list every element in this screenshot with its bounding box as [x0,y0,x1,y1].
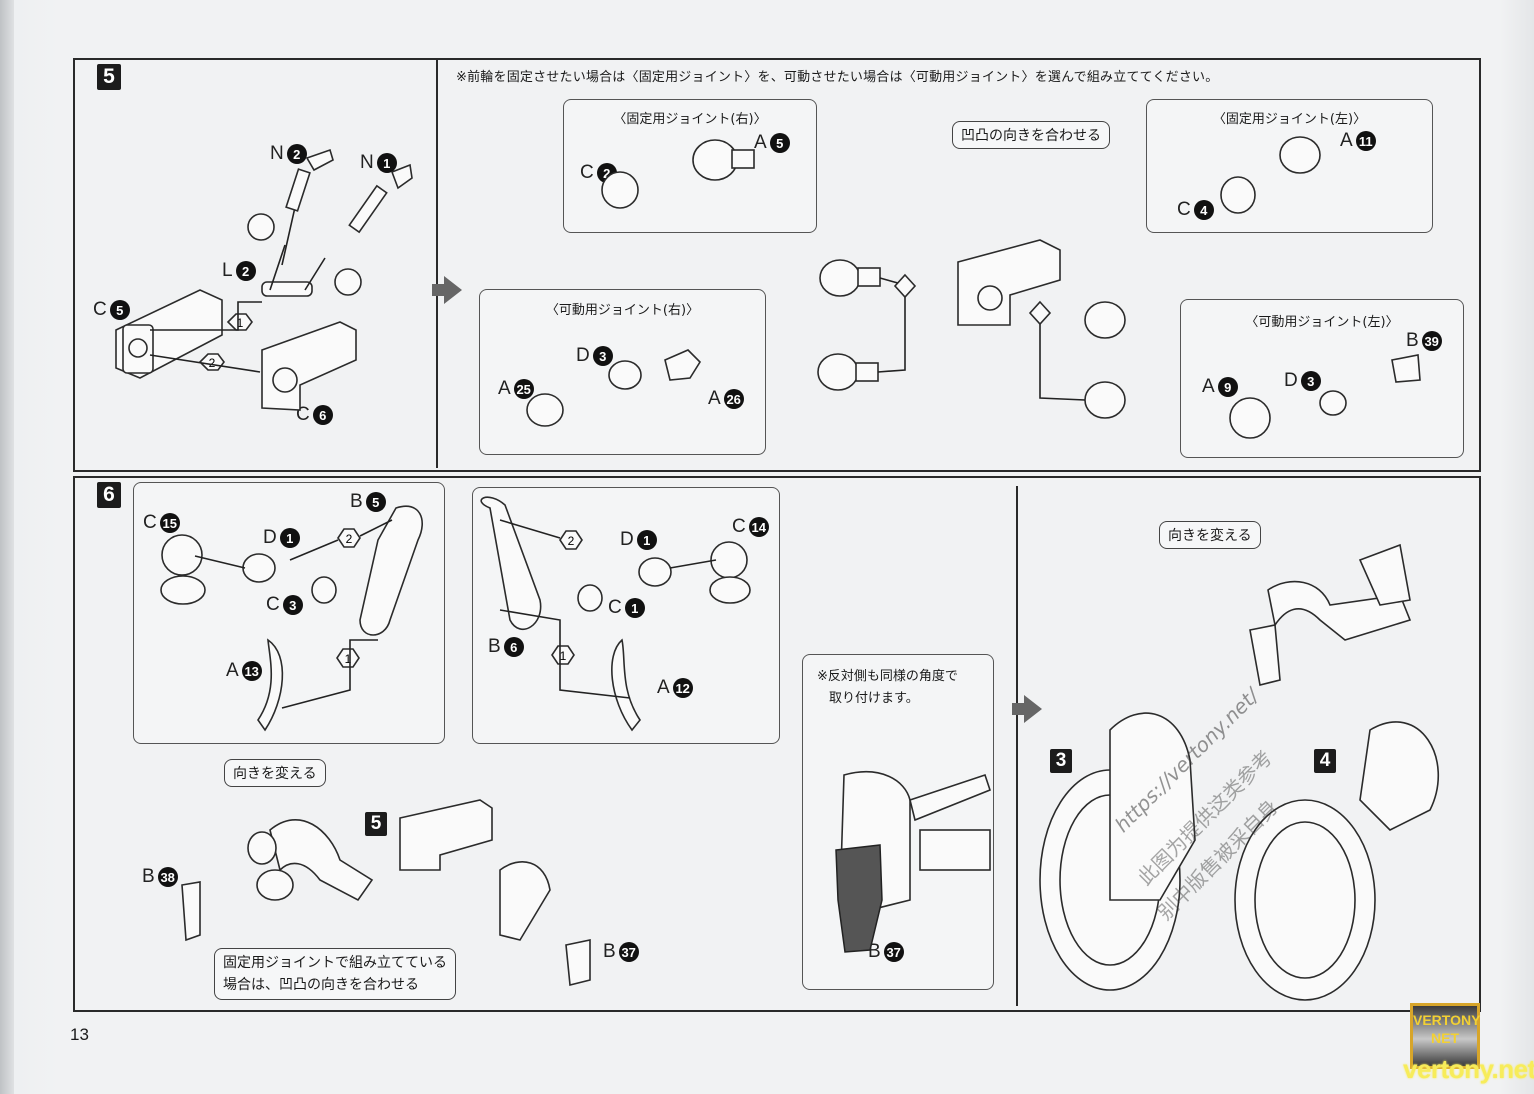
fixed-joint-callout-line1: 固定用ジョイントで組み立てている [223,955,447,971]
result-label-3: 3 [1050,749,1072,773]
movable-joint-left-title: 〈可動用ジョイント(左)〉 [1245,315,1399,330]
vertony-url: vertony.net [1403,1054,1534,1084]
opposite-side-note-line2: 取り付けます。 [829,691,919,706]
fixed-joint-align-callout: 固定用ジョイントで組み立てている 場合は、凹凸の向きを合わせる [214,948,456,1000]
vertony-logo: VERTONY NET [1410,1003,1480,1069]
result-turn-direction-callout: 向きを変える [1159,521,1261,549]
fixed-joint-right-title: 〈固定用ジョイント(右)〉 [613,112,767,127]
turn-direction-callout: 向きを変える [224,759,326,787]
result-label-4: 4 [1314,749,1336,773]
step6-divider [1016,486,1018,1006]
next-arrow-icon-step6 [1012,695,1042,723]
movable-joint-right-box: 〈可動用ジョイント(右)〉 [479,289,766,455]
step5-notice: ※前輪を固定させたい場合は〈固定用ジョイント〉を、可動させたい場合は〈可動用ジョ… [456,70,1219,85]
step6-number: 6 [97,482,121,508]
opposite-side-note-line1: ※反対側も同様の角度で [817,669,958,684]
step5-frame [73,58,1481,472]
align-notch-callout: 凹凸の向きを合わせる [952,121,1110,149]
opposite-side-detail-box: ※反対側も同様の角度で 取り付けます。 [802,654,994,990]
step6-frame [73,476,1481,1012]
movable-joint-right-title: 〈可動用ジョイント(右)〉 [545,303,700,318]
vertony-logo-line2: NET [1431,1030,1459,1046]
step6-substep-5: 5 [365,812,387,836]
step5-divider [436,60,438,468]
fixed-joint-left-title: 〈固定用ジョイント(左)〉 [1212,112,1367,127]
fixed-joint-callout-line2: 場合は、凹凸の向きを合わせる [223,977,419,993]
page-number: 13 [70,1025,89,1044]
vertony-logo-line1: VERTONY [1413,1012,1481,1028]
next-arrow-icon [432,276,462,304]
step5-number: 5 [97,64,121,90]
binding-edge [0,0,14,1094]
